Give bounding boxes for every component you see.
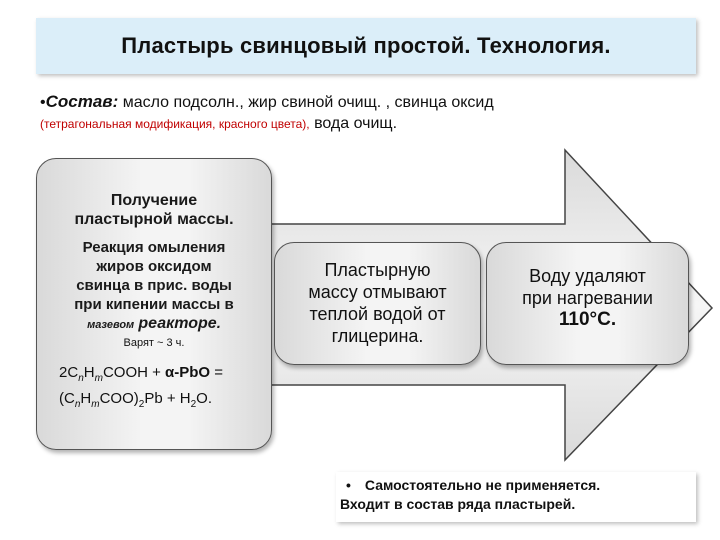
eq-part: O. [196,390,212,407]
composition-note: (тетрагональная модификация, красного цв… [40,117,310,131]
composition-water: вода очищ. [314,115,398,132]
eq-sub: 2 [190,399,197,410]
composition-label: Состав: [45,92,119,111]
step-1-desc-line: Реакция омыления [82,239,226,256]
title-bar: Пластырь свинцовый простой. Технология. [36,18,696,74]
reactor-type: мазевом [87,319,135,331]
eq-part: H [83,364,95,381]
eq-sub: n [74,399,81,410]
footnote-line-1: • Самостоятельно не применяется. [340,476,696,495]
process-step-drying: Воду удаляют при нагревании 110°С. [486,242,689,365]
composition-line-1: •Состав: масло подсолн., жир свиной очищ… [40,92,700,113]
footnote: • Самостоятельно не применяется. Входит … [336,472,696,522]
eq-sub: m [91,399,100,410]
step-2-line: Пластырную [324,260,431,280]
eq-part: H [80,390,92,407]
boil-time: Варят ~ 3 ч. [123,337,185,349]
eq-sub: 2 [138,399,145,410]
step-3-line: Воду удаляют [529,266,646,286]
step-1-title-line: Получение [110,192,198,209]
composition-bullet: • [40,94,46,111]
eq-sub: m [94,373,103,384]
eq-part: COOH + [102,364,166,381]
step-1-reactor: мазевом реакторе. [37,314,271,335]
process-step-mass-preparation: Получение пластырной массы. Реакция омыл… [36,158,272,450]
page-title: Пластырь свинцовый простой. Технология. [121,33,611,58]
step-2-line: глицерина. [331,326,424,346]
eq-part: Pb + H [144,390,191,407]
composition: •Состав: масло подсолн., жир свиной очищ… [40,92,700,133]
reaction-equation: 2CnHmCOOH + α-PbO = (CnHmCOO)2Pb + H2O. [37,363,271,415]
process-step-washing: Пластырную массу отмывают теплой водой о… [274,242,481,365]
step-1-desc-line: жиров оксидом [96,258,212,275]
step-3-line: при нагревании [522,288,653,308]
step-1-title: Получение пластырной массы. [37,191,271,229]
composition-line-2: (тетрагональная модификация, красного цв… [40,115,700,133]
step-1-desc-line: при кипении массы в [74,296,234,313]
step-1-description: Реакция омыления жиров оксидом свинца в … [37,238,271,335]
reactor-word: реакторе [138,315,217,332]
equation-line-2: (CnHmCOO)2Pb + H2O. [59,389,271,415]
footnote-text-2: Входит в состав ряда пластырей. [340,496,576,512]
step-2-line: массу отмывают [308,282,447,302]
step-3-temperature: 110°С. [558,309,617,330]
equation-line-1: 2CnHmCOOH + α-PbO = [59,363,271,389]
composition-ingredients: масло подсолн., жир свиной очищ. , свинц… [122,94,494,111]
eq-part: COO) [99,390,139,407]
eq-part: 2C [59,364,79,381]
step-2-line: теплой водой от [309,304,446,324]
step-1-desc-line: свинца в прис. воды [76,277,232,294]
lead-oxide: α-PbO [165,364,211,381]
eq-part: (C [59,390,75,407]
eq-sub: n [78,373,84,384]
step-1-title-line: пластырной массы. [74,211,234,228]
eq-part: = [210,364,224,381]
footnote-bullet: • [346,477,351,493]
footnote-text-1: Самостоятельно не применяется. [364,477,601,493]
reactor-dot: . [216,315,221,332]
